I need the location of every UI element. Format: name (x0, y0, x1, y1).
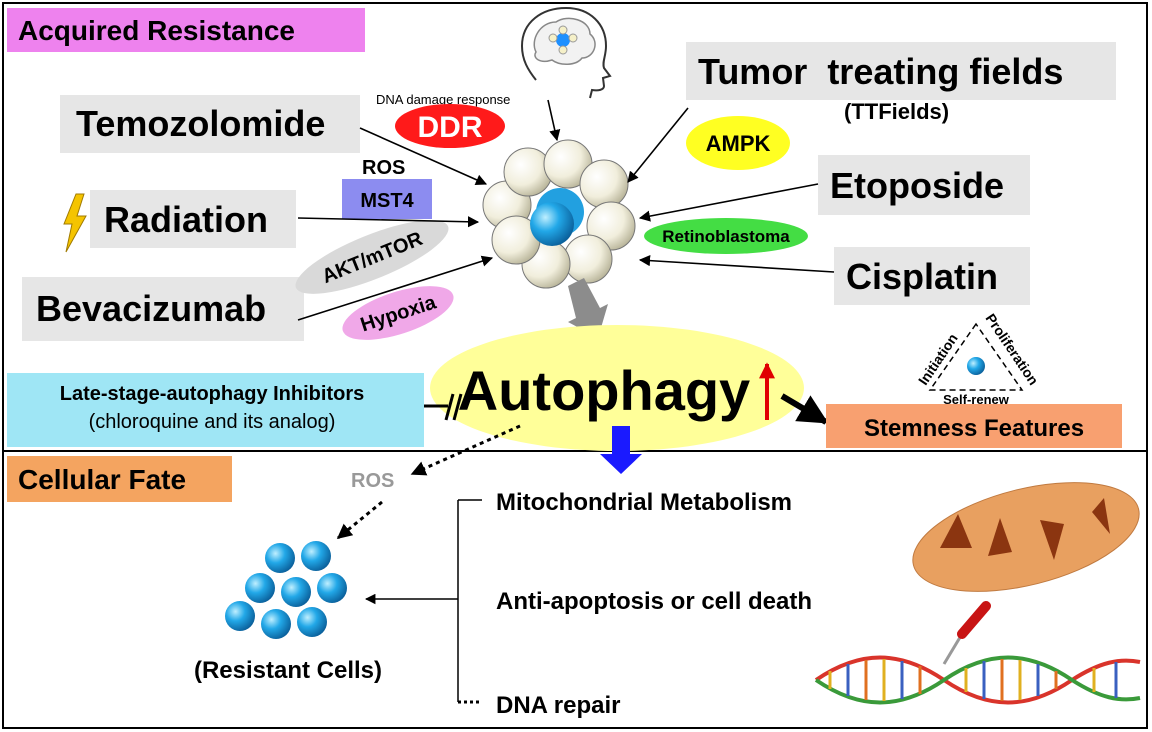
brain-head-icon (520, 6, 612, 99)
stemness-box (826, 404, 1122, 448)
treatment-arrows (297, 99, 835, 321)
ddr-caption: DNA damage response (376, 92, 510, 107)
ros-label-bottom: ROS (351, 470, 394, 492)
resistant-cells-label: (Resistant Cells) (194, 657, 382, 684)
ampk-ellipse (686, 116, 790, 170)
inhibitor-line2: (chloroquine and its analog) (89, 411, 336, 433)
ros-label-top: ROS (362, 157, 405, 179)
tumor-cluster-icon (482, 139, 636, 289)
acquired-resistance-label: Acquired Resistance (18, 15, 295, 46)
mst4-label: MST4 (360, 190, 414, 212)
triangle-selfrenew: Self-renew (943, 392, 1010, 407)
fate-item-antiapoptosis: Anti-apoptosis or cell death (496, 588, 812, 615)
retinoblastoma-label: Retinoblastoma (662, 227, 790, 246)
ttfields-label: Tumor treating fields (698, 51, 1063, 92)
inhibitor-box (7, 373, 424, 447)
stemness-label: Stemness Features (864, 415, 1084, 442)
etoposide-box (818, 155, 1030, 215)
acquired-resistance-label-bg (7, 8, 365, 52)
etoposide-label: Etoposide (830, 165, 1004, 206)
fate-item-dna-repair: DNA repair (496, 692, 620, 719)
autophagy-to-ros-arrow (410, 424, 521, 476)
cisplatin-label: Cisplatin (846, 256, 998, 297)
fate-bracket (364, 499, 482, 704)
bevacizumab-box (22, 277, 304, 341)
fate-item-mitochondrial: Mitochondrial Metabolism (496, 489, 792, 516)
ttfields-box (686, 42, 1116, 100)
dna-scissors-icon (814, 601, 1141, 705)
autophagy-to-stemness-arrow (780, 393, 829, 425)
akt-mtor-ellipse (295, 220, 449, 294)
ros-to-cells-arrow (336, 500, 383, 540)
retinoblastoma-ellipse (644, 218, 808, 254)
cellular-fate-label: Cellular Fate (18, 464, 186, 495)
inhibition-symbol (424, 393, 463, 421)
mst4-box (342, 179, 432, 219)
ttfields-abbrev: (TTFields) (844, 99, 949, 124)
hypoxia-ellipse (342, 286, 454, 340)
tumor-to-autophagy-arrow (568, 278, 608, 338)
ampk-label: AMPK (706, 131, 771, 156)
cisplatin-box (834, 247, 1030, 305)
ddr-ellipse (395, 104, 505, 148)
temozolomide-box (60, 95, 360, 153)
cellular-fate-label-bg (7, 456, 232, 502)
bevacizumab-label: Bevacizumab (36, 288, 266, 329)
temozolomide-label: Temozolomide (76, 103, 325, 144)
lightning-icon (63, 193, 87, 253)
autophagy-label: Autophagy (458, 359, 750, 422)
resistant-cells-icon (225, 541, 347, 639)
autophagy-to-fate-arrow (600, 426, 642, 474)
mitochondrion-icon (912, 482, 1140, 592)
inhibitor-line1: Late-stage-autophagy Inhibitors (60, 383, 364, 405)
radiation-label: Radiation (104, 199, 268, 240)
radiation-box (90, 190, 296, 248)
ddr-label: DDR (418, 111, 483, 144)
autophagy-ellipse (430, 325, 804, 451)
